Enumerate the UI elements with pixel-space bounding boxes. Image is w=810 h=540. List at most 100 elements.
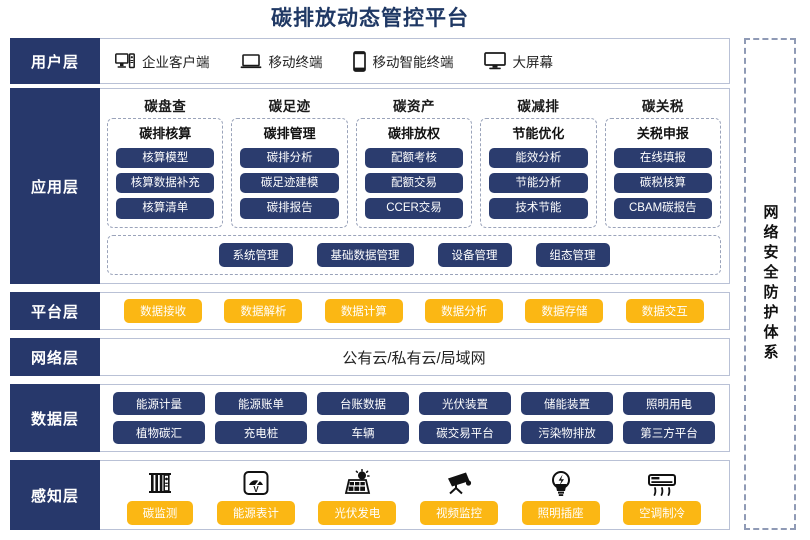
layer-sensing: 感知层 — [10, 460, 730, 530]
app-function-button[interactable]: 碳税核算 — [613, 173, 713, 194]
user-item-smart-mobile-terminal[interactable]: 移动智能终端 — [352, 50, 454, 72]
user-item-mobile-terminal[interactable]: 移动终端 — [240, 51, 323, 71]
desktop-tower-icon — [115, 52, 135, 70]
user-item-list: 企业客户端 移动终端 — [99, 39, 729, 83]
common-module-button[interactable]: 系统管理 — [218, 242, 293, 267]
sensing-item-label[interactable]: 碳监测 — [126, 501, 194, 525]
sensing-item-label[interactable]: 光伏发电 — [318, 501, 397, 525]
network-description: 公有云/私有云/局域网 — [342, 349, 486, 367]
app-group-carbon-tariff: 碳关税 关税申报 在线填报 碳税核算 CBAM碳报告 — [604, 95, 722, 228]
user-item-label: 大屏幕 — [512, 55, 554, 70]
app-function-button[interactable]: 碳足迹建模 — [240, 173, 339, 194]
layer-user-label: 用户层 — [10, 38, 100, 84]
data-item-button[interactable]: 能源计量 — [113, 392, 205, 415]
sensing-item-lighting-socket[interactable]: 照明插座 — [521, 465, 600, 525]
user-item-large-screen[interactable]: 大屏幕 — [483, 51, 554, 71]
common-module-button[interactable]: 基础数据管理 — [316, 242, 414, 267]
app-function-button[interactable]: 核算清单 — [116, 198, 215, 219]
app-group-carbon-reduction: 碳减排 节能优化 能效分析 节能分析 技术节能 — [480, 95, 597, 228]
app-group-box: 关税申报 在线填报 碳税核算 CBAM碳报告 — [604, 118, 722, 228]
layer-data-label: 数据层 — [10, 384, 100, 452]
cctv-camera-icon — [444, 465, 474, 497]
svg-text:V: V — [253, 485, 259, 494]
app-function-button[interactable]: 碳排分析 — [240, 148, 339, 169]
common-module-button[interactable]: 设备管理 — [437, 242, 512, 267]
app-function-button[interactable]: 节能分析 — [489, 173, 588, 194]
sensing-item-air-conditioning[interactable]: 空调制冷 — [623, 465, 702, 525]
laptop-icon — [240, 53, 262, 70]
sensing-item-label[interactable]: 能源表计 — [216, 501, 295, 525]
app-group-box: 节能优化 能效分析 节能分析 技术节能 — [480, 118, 597, 228]
layer-platform-body: 数据接收 数据解析 数据计算 数据分析 数据存储 数据交互 — [99, 293, 729, 329]
platform-item-button[interactable]: 数据分析 — [425, 299, 504, 323]
energy-meter-icon: V — [242, 465, 270, 497]
data-item-button[interactable]: 第三方平台 — [623, 421, 715, 444]
data-item-button[interactable]: 能源账单 — [215, 392, 307, 415]
sensing-item-label[interactable]: 照明插座 — [521, 501, 600, 525]
data-item-button[interactable]: 照明用电 — [623, 392, 715, 415]
user-item-label: 企业客户端 — [142, 55, 210, 70]
data-item-button[interactable]: 车辆 — [317, 421, 409, 444]
user-item-label: 移动智能终端 — [372, 55, 454, 70]
platform-item-button[interactable]: 数据解析 — [224, 299, 303, 323]
app-group-subtitle: 节能优化 — [512, 126, 565, 141]
layer-platform-label: 平台层 — [10, 292, 100, 330]
app-function-button[interactable]: 碳排报告 — [240, 198, 339, 219]
data-item-button[interactable]: 碳交易平台 — [419, 421, 511, 444]
app-group-title: 碳资产 — [393, 99, 436, 114]
app-function-button[interactable]: CCER交易 — [364, 198, 464, 219]
sensing-item-energy-meter[interactable]: V 能源表计 — [216, 465, 295, 525]
data-item-row: 能源计量 能源账单 台账数据 光伏装置 储能装置 照明用电 — [113, 392, 715, 415]
common-module-button[interactable]: 组态管理 — [535, 242, 610, 267]
platform-item-button[interactable]: 数据计算 — [324, 299, 403, 323]
sensing-item-video-surveillance[interactable]: 视频监控 — [420, 465, 499, 525]
data-item-button[interactable]: 植物碳汇 — [113, 421, 205, 444]
layer-application-body: 碳盘查 碳排核算 核算模型 核算数据补充 核算清单 碳足迹 碳排管理 碳排分析 … — [99, 89, 729, 283]
layer-sensing-body: 碳监测 V 能源表计 — [99, 461, 729, 529]
page-title: 碳排放动态管控平台 — [271, 7, 469, 30]
sensing-item-label[interactable]: 视频监控 — [420, 501, 499, 525]
app-function-button[interactable]: 核算数据补充 — [116, 173, 215, 194]
platform-item-button[interactable]: 数据存储 — [525, 299, 604, 323]
application-common-module-box: 系统管理 基础数据管理 设备管理 组态管理 — [107, 234, 721, 275]
app-group-box: 碳排管理 碳排分析 碳足迹建模 碳排报告 — [231, 118, 348, 228]
data-item-button[interactable]: 台账数据 — [317, 392, 409, 415]
data-item-button[interactable]: 充电桩 — [215, 421, 307, 444]
data-item-row: 植物碳汇 充电桩 车辆 碳交易平台 污染物排放 第三方平台 — [113, 421, 715, 444]
sensing-item-label[interactable]: 空调制冷 — [623, 501, 702, 525]
user-item-enterprise-client[interactable]: 企业客户端 — [115, 51, 210, 71]
app-group-title: 碳盘查 — [144, 99, 187, 114]
app-function-button[interactable]: 配额考核 — [364, 148, 464, 169]
app-function-button[interactable]: CBAM碳报告 — [613, 198, 713, 219]
app-function-button[interactable]: 能效分析 — [489, 148, 588, 169]
data-item-button[interactable]: 污染物排放 — [521, 421, 613, 444]
security-system-panel: 网络安全防护体系 — [744, 38, 796, 530]
app-function-button[interactable]: 配额交易 — [364, 173, 464, 194]
app-function-button[interactable]: 核算模型 — [116, 148, 215, 169]
layer-platform: 平台层 数据接收 数据解析 数据计算 数据分析 数据存储 数据交互 — [10, 292, 730, 330]
app-function-button[interactable]: 在线填报 — [613, 148, 713, 169]
user-item-label: 移动终端 — [268, 55, 323, 70]
air-conditioner-icon — [646, 465, 678, 497]
layer-user: 用户层 企业客户端 — [10, 38, 730, 84]
platform-item-button[interactable]: 数据接收 — [124, 299, 203, 323]
data-item-button[interactable]: 储能装置 — [521, 392, 613, 415]
sensing-item-solar-power[interactable]: 光伏发电 — [318, 465, 397, 525]
data-item-button[interactable]: 光伏装置 — [419, 392, 511, 415]
sensing-item-list: 碳监测 V 能源表计 — [99, 461, 729, 529]
application-group-list: 碳盘查 碳排核算 核算模型 核算数据补充 核算清单 碳足迹 碳排管理 碳排分析 … — [107, 95, 722, 228]
app-group-carbon-inventory: 碳盘查 碳排核算 核算模型 核算数据补充 核算清单 — [107, 95, 224, 228]
app-group-carbon-footprint: 碳足迹 碳排管理 碳排分析 碳足迹建模 碳排报告 — [231, 95, 348, 228]
app-group-carbon-asset: 碳资产 碳排放权 配额考核 配额交易 CCER交易 — [355, 95, 473, 228]
monitor-icon — [483, 52, 506, 70]
layer-application-label: 应用层 — [10, 88, 100, 284]
app-function-button[interactable]: 技术节能 — [489, 198, 588, 219]
platform-item-button[interactable]: 数据交互 — [625, 299, 704, 323]
app-group-title: 碳减排 — [517, 99, 560, 114]
sensing-item-carbon-monitor[interactable]: 碳监测 — [126, 465, 194, 525]
app-group-title: 碳关税 — [641, 99, 684, 114]
layer-network-label: 网络层 — [10, 338, 100, 376]
carbon-monitor-icon — [146, 465, 174, 497]
app-group-title: 碳足迹 — [268, 99, 311, 114]
